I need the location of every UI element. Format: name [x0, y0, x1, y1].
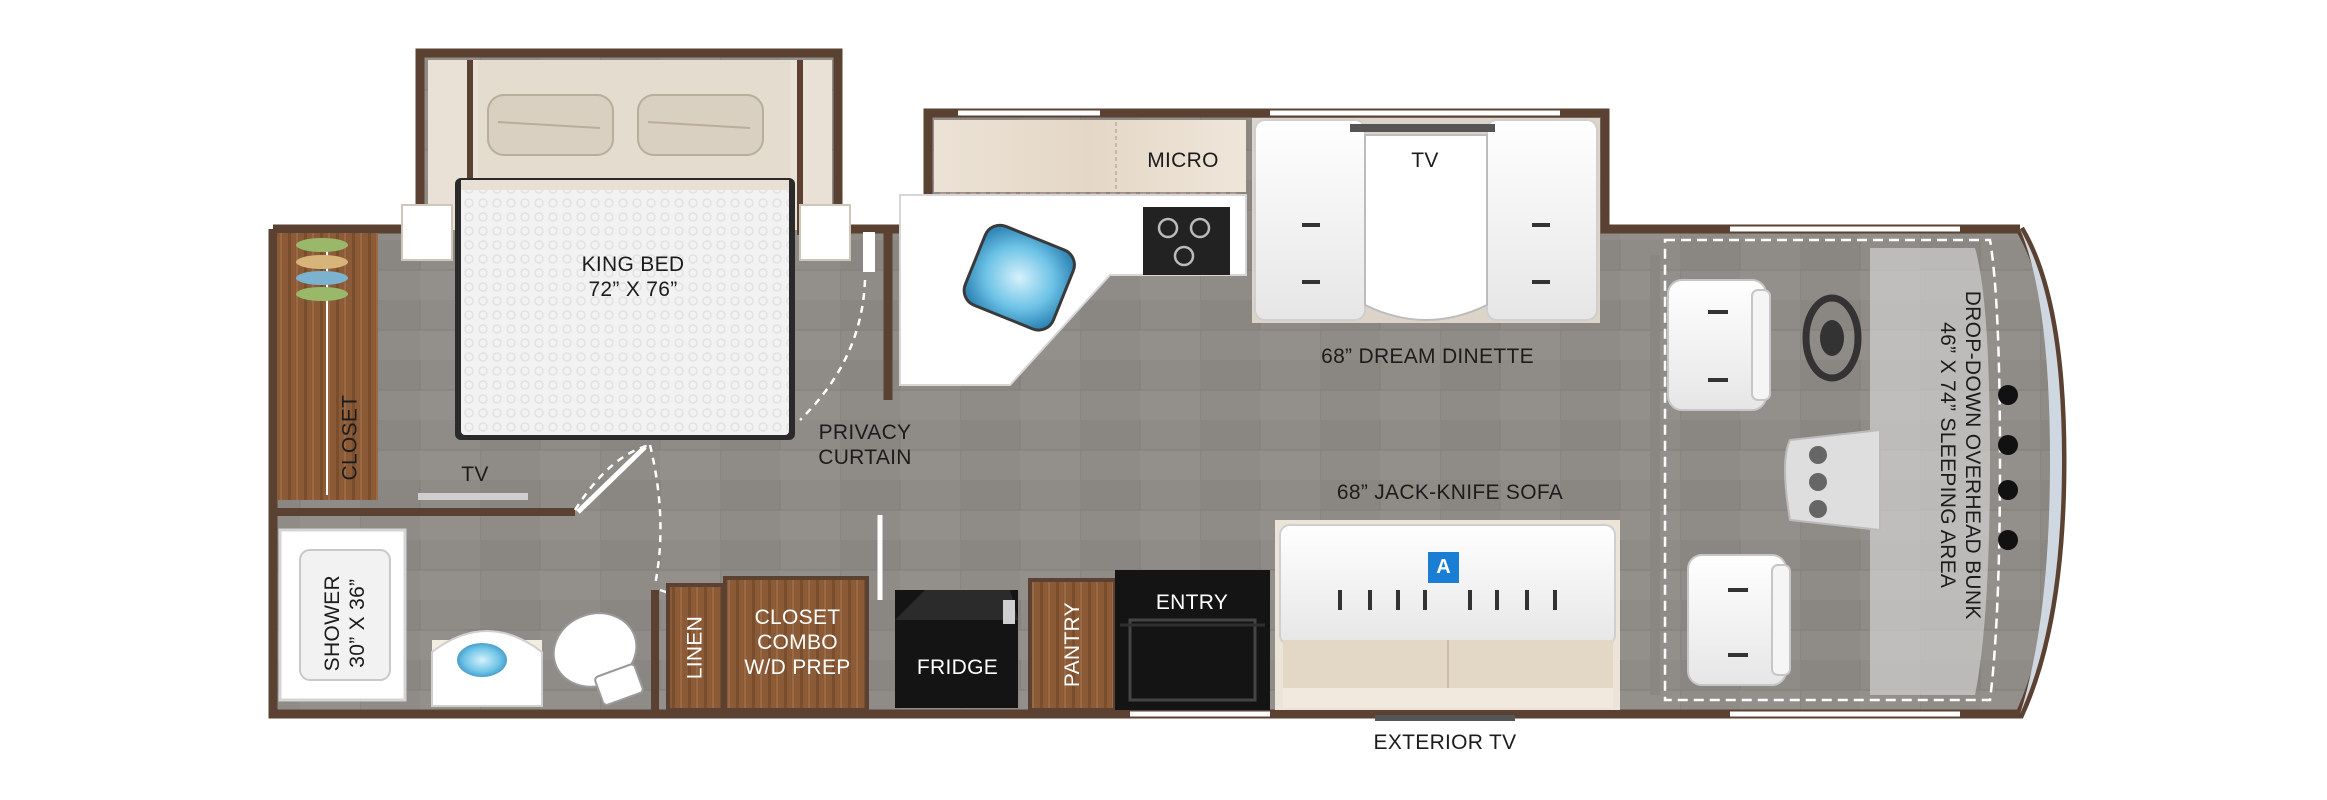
fridge-label: FRIDGE	[916, 656, 999, 679]
king-bed-size: 72” X 76”	[588, 278, 678, 302]
tv-bedroom-label: TV	[461, 463, 489, 486]
entry-step	[1115, 570, 1270, 710]
closet-combo-label: CLOSET COMBO W/D PREP	[735, 605, 860, 681]
linen-label: LINEN	[683, 615, 707, 680]
privacy-curtain-label: PRIVACY CURTAIN	[805, 420, 925, 470]
closet-left	[277, 233, 378, 500]
overhead-bunk-label: DROP-DOWN OVERHEAD BUNK 46” X 74” SLEEPI…	[1935, 265, 1985, 645]
nightstands	[401, 204, 851, 261]
shower	[278, 528, 407, 702]
fridge	[877, 515, 1018, 708]
wood-cabinets	[666, 576, 1117, 712]
kitchen-counter	[899, 120, 1247, 386]
shower-title: SHOWER	[320, 575, 344, 672]
closet-combo-line2: COMBO	[757, 631, 838, 655]
bedroom-slide	[428, 60, 832, 235]
closet-left-label: CLOSET	[338, 394, 362, 481]
toilet	[552, 612, 644, 706]
entry-label: ENTRY	[1155, 591, 1229, 614]
bunk-size: 46” X 74” SLEEPING AREA	[1936, 322, 1959, 589]
bunk-title: DROP-DOWN OVERHEAD BUNK	[1961, 290, 1985, 620]
dream-dinette	[1252, 118, 1600, 323]
closet-combo-line1: CLOSET	[754, 606, 841, 629]
jack-knife-sofa	[1275, 520, 1620, 710]
exterior-tv-label: EXTERIOR TV	[1373, 731, 1517, 754]
king-bed-title: KING BED	[581, 253, 685, 276]
windows	[958, 110, 1960, 717]
privacy-curtain	[799, 229, 893, 421]
lavatory-sink	[431, 630, 543, 707]
bath-partition	[273, 508, 659, 712]
cockpit	[1650, 229, 2062, 714]
king-bed	[455, 94, 795, 440]
micro-label: MICRO	[1147, 149, 1219, 172]
privacy-curtain-line1: PRIVACY	[818, 421, 912, 444]
pantry-label: PANTRY	[1060, 602, 1084, 688]
privacy-curtain-line2: CURTAIN	[818, 446, 912, 470]
king-bed-label: KING BED 72” X 76”	[558, 252, 708, 302]
bedroom-tv	[418, 493, 528, 500]
shower-label: SHOWER 30” X 36”	[320, 563, 370, 683]
closet-combo-line3: W/D PREP	[744, 656, 851, 680]
tv-dinette-label: TV	[1411, 149, 1439, 172]
elevation-marker-badge: A	[1428, 552, 1459, 583]
jack-knife-sofa-label: 68” JACK-KNIFE SOFA	[1336, 481, 1564, 504]
shower-size: 30” X 36”	[346, 578, 369, 668]
dream-dinette-label: 68” DREAM DINETTE	[1321, 345, 1534, 368]
